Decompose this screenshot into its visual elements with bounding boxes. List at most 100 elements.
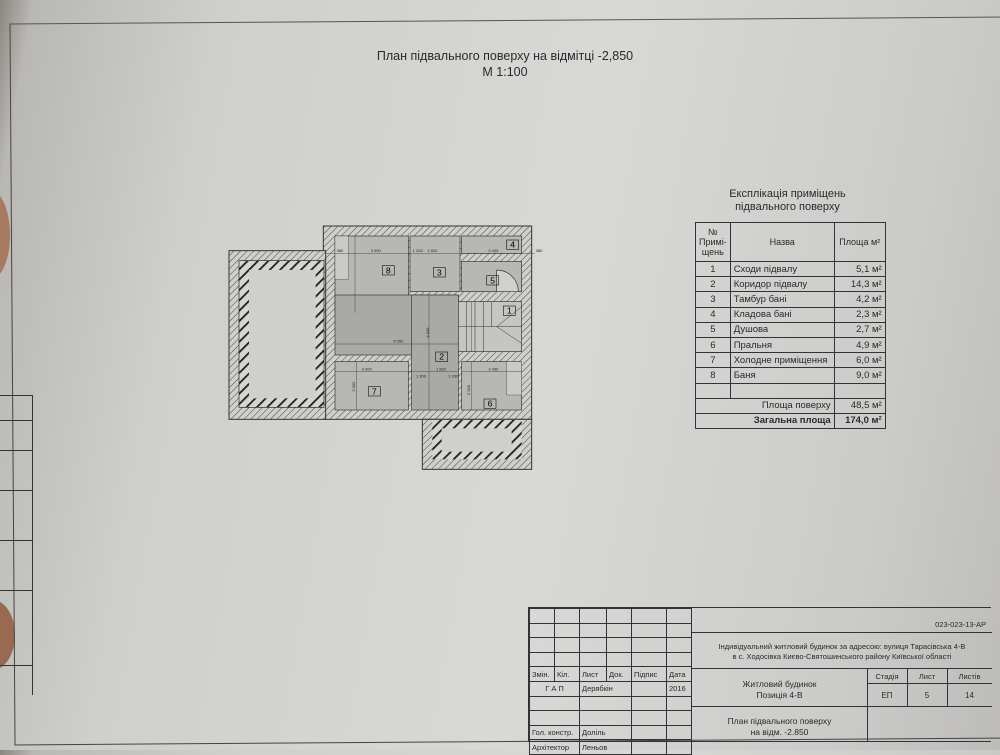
header-area: Площа м² xyxy=(833,222,886,262)
side-stamp-strip xyxy=(0,395,33,695)
room-number-4: 4 xyxy=(510,240,515,250)
sheet-label: Лист xyxy=(918,672,936,681)
total-area-label: Загальна площа xyxy=(695,412,835,430)
drawing-title-text: План підвального поверху на відмітці -2,… xyxy=(376,49,634,63)
room-number-2: 2 xyxy=(439,352,444,362)
signature-grid: Змін. Кіл. Лист Док. Підпис Дата Г А П Д… xyxy=(529,608,692,755)
dimension-label: 1 200 xyxy=(448,373,459,378)
building-position: Позиція 4-В xyxy=(756,690,803,700)
project-line: в с. Ходосівка Києво-Святошинського райо… xyxy=(732,652,952,661)
constr-role: Гол. констр. xyxy=(529,724,580,741)
dimension-label: 1 200 xyxy=(413,248,424,253)
document-code: 023-023-13-АР xyxy=(935,620,986,629)
sheet-title: План підвального поверху xyxy=(727,716,832,726)
explication-title-line: Експлікація приміщень xyxy=(729,188,846,200)
room-name: Коридор підвалу xyxy=(729,276,835,293)
room-number: 5 xyxy=(695,321,731,338)
col-label: Док. xyxy=(606,666,632,682)
total-area-row: Загальна площа 174,0 м² xyxy=(695,412,886,430)
header-number: № Примі- щень xyxy=(695,222,731,262)
dimension-label: 380 xyxy=(536,248,543,253)
table-header-row: № Примі- щень Назва Площа м² xyxy=(695,222,886,262)
room-number: 2 xyxy=(695,276,731,293)
room-name: Холодне приміщення xyxy=(729,352,835,369)
room-name: Сходи підвалу xyxy=(729,260,835,278)
room-area: 2,3 м² xyxy=(833,306,886,323)
room-number: 3 xyxy=(695,291,731,308)
arch-name: Леньов xyxy=(579,739,632,755)
gap-name: Дерябкін xyxy=(579,680,632,697)
floor-plan: 1 2 3 4 5 6 7 8 380 3 000 1 820 2 430 38… xyxy=(228,225,543,470)
explication-title: Експлікація приміщень підвального поверх… xyxy=(700,188,875,214)
dimension-label: 2 430 xyxy=(488,366,499,371)
room-number-3: 3 xyxy=(437,267,442,277)
dimension-label: 2 000 xyxy=(351,381,356,392)
room-area: 2,7 м² xyxy=(833,321,886,338)
floor-area-label: Площа поверху xyxy=(695,397,835,414)
room-name: Пральня xyxy=(729,336,835,354)
dimension-label: 1 820 xyxy=(436,366,447,371)
stage-value: ЕП xyxy=(881,691,893,700)
room-number-7: 7 xyxy=(372,386,377,396)
col-label: Кіл. xyxy=(554,666,580,682)
sheet-value: 5 xyxy=(924,691,930,700)
room-area: 4,2 м² xyxy=(833,291,886,308)
dimension-label: 1 200 xyxy=(416,373,427,378)
building-name: Житловий будинок xyxy=(742,679,817,689)
dimension-label: 2 430 xyxy=(488,248,499,253)
total-area-value: 174,0 м² xyxy=(833,412,886,430)
dimension-label: 1 820 xyxy=(427,248,438,253)
sheet-title: на відм. -2.850 xyxy=(750,727,809,737)
gap-date: 2016 xyxy=(666,680,692,697)
dimension-label: 3 000 xyxy=(371,248,382,253)
table-row xyxy=(695,382,886,399)
constr-name: Доліль xyxy=(579,724,632,741)
room-name: Кладова бані xyxy=(729,306,835,323)
finger xyxy=(0,190,10,280)
room-number: 6 xyxy=(695,336,731,354)
room-name: Баня xyxy=(729,367,835,384)
room-7 xyxy=(334,361,409,411)
room-number: 8 xyxy=(695,367,731,384)
explication-title-line: підвального поверху xyxy=(735,201,840,213)
col-label: Змін. xyxy=(529,666,555,682)
room-area: 6,0 м² xyxy=(833,352,886,369)
room-area: 5,1 м² xyxy=(833,260,886,278)
dimension-label: 380 xyxy=(337,248,344,253)
sheets-label: Листів xyxy=(958,672,981,681)
room-number-6: 6 xyxy=(488,399,493,409)
title-block-right: 023-023-13-АР Індивідуальний житловий бу… xyxy=(691,608,992,741)
drawing-scale: М 1:100 xyxy=(482,65,528,79)
col-label: Підпис xyxy=(631,666,667,682)
room-3 xyxy=(409,235,461,292)
drawing-title: План підвального поверху на відмітці -2,… xyxy=(340,48,670,80)
dimension-label: 3 000 xyxy=(362,366,373,371)
dimension-label: 4 840 xyxy=(425,327,430,338)
project-line: Індивідуальний житловий будинок за адрес… xyxy=(718,642,966,651)
room-number-8: 8 xyxy=(386,265,391,275)
header-name: Назва xyxy=(729,222,835,262)
stage-label: Стадія xyxy=(875,672,899,681)
room-number-5: 5 xyxy=(490,275,495,285)
room-name: Душова xyxy=(729,321,835,338)
room-number: 1 xyxy=(695,260,731,278)
title-block: Змін. Кіл. Лист Док. Підпис Дата Г А П Д… xyxy=(528,607,992,755)
room-area: 9,0 м² xyxy=(833,367,886,384)
gap-role: Г А П xyxy=(529,680,580,697)
finger xyxy=(0,600,15,670)
dimension-label: 2 000 xyxy=(466,384,471,395)
col-label: Лист xyxy=(579,666,607,682)
room-area: 14,3 м² xyxy=(833,276,886,293)
dimension-label: 5 050 xyxy=(393,339,404,344)
room-number: 7 xyxy=(695,352,731,369)
room-area: 4,9 м² xyxy=(833,336,886,354)
